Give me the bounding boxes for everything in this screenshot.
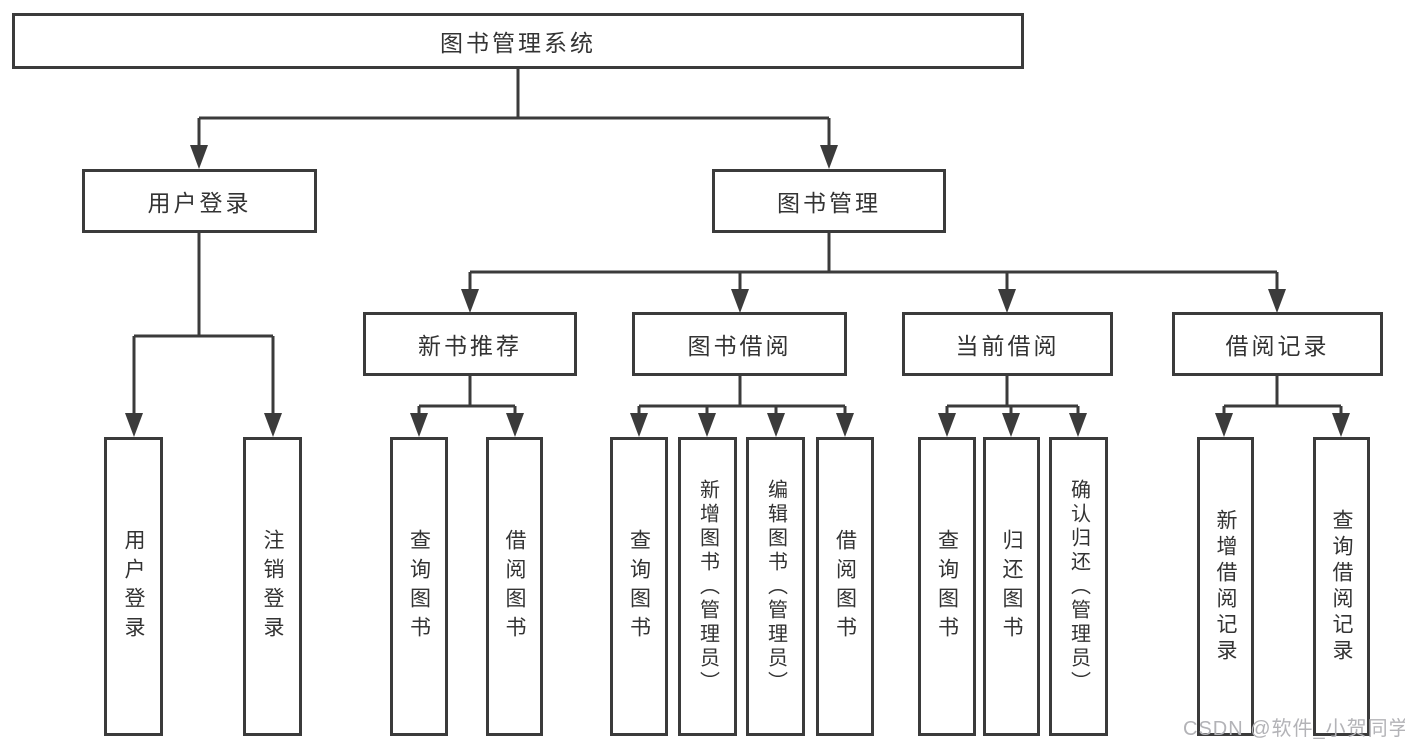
node-leaf-user-login: 用户登录: [104, 437, 163, 736]
node-leaf-return-books-label: 归还图书: [1000, 528, 1023, 645]
node-book-management: 图书管理: [712, 169, 946, 233]
node-book-borrow: 图书借阅: [632, 312, 847, 376]
node-leaf-borrow-books-borrow: 借阅图书: [816, 437, 874, 736]
node-leaf-query-books-recommend: 查询图书: [390, 437, 448, 736]
node-leaf-add-books-admin: 新增图书（管理员）: [678, 437, 737, 736]
node-leaf-add-books-admin-label: 新增图书（管理员）: [696, 478, 719, 695]
node-leaf-confirm-return-admin: 确认归还（管理员）: [1049, 437, 1108, 736]
csdn-watermark: CSDN @软件_小贺同学: [1183, 718, 1405, 740]
connector-login-to-leaves: [125, 233, 282, 437]
node-leaf-add-borrow-record-label: 新增借阅记录: [1214, 508, 1237, 665]
node-root: 图书管理系统: [12, 13, 1024, 69]
node-root-label: 图书管理系统: [440, 30, 596, 56]
node-leaf-borrow-books-borrow-label: 借阅图书: [833, 528, 857, 645]
node-leaf-query-books-current-label: 查询图书: [935, 528, 959, 645]
node-current-borrow-label: 当前借阅: [955, 333, 1060, 359]
node-leaf-query-borrow-record-label: 查询借阅记录: [1330, 508, 1353, 665]
node-leaf-query-books-recommend-label: 查询图书: [407, 528, 431, 645]
node-leaf-confirm-return-admin-label: 确认归还（管理员）: [1067, 478, 1090, 695]
node-leaf-query-books-current: 查询图书: [918, 437, 976, 736]
node-leaf-edit-books-admin-label: 编辑图书（管理员）: [764, 478, 787, 695]
node-borrow-records: 借阅记录: [1172, 312, 1383, 376]
node-leaf-borrow-books-recommend: 借阅图书: [486, 437, 543, 736]
node-leaf-query-books-borrow: 查询图书: [610, 437, 668, 736]
node-leaf-logout: 注销登录: [243, 437, 302, 736]
connector-recommend-to-leaves: [410, 376, 524, 437]
node-leaf-borrow-books-recommend-label: 借阅图书: [503, 528, 526, 645]
connector-records-to-leaves: [1215, 376, 1350, 437]
node-borrow-records-label: 借阅记录: [1225, 333, 1330, 359]
node-new-book-recommend-label: 新书推荐: [418, 333, 522, 359]
node-leaf-logout-label: 注销登录: [261, 528, 284, 645]
connector-root-to-level2: [190, 69, 838, 169]
node-current-borrow: 当前借阅: [902, 312, 1113, 376]
connector-borrow-to-leaves: [630, 376, 854, 437]
connector-management-to-level3: [461, 233, 1286, 313]
node-leaf-return-books: 归还图书: [983, 437, 1040, 736]
node-user-login: 用户登录: [82, 169, 317, 233]
node-leaf-edit-books-admin: 编辑图书（管理员）: [746, 437, 805, 736]
connector-current-to-leaves: [938, 376, 1087, 437]
node-leaf-query-borrow-record: 查询借阅记录: [1313, 437, 1370, 736]
node-leaf-user-login-label: 用户登录: [122, 528, 145, 645]
node-new-book-recommend: 新书推荐: [363, 312, 577, 376]
node-book-management-label: 图书管理: [777, 190, 881, 216]
node-user-login-label: 用户登录: [147, 190, 252, 216]
node-leaf-add-borrow-record: 新增借阅记录: [1197, 437, 1254, 736]
node-book-borrow-label: 图书借阅: [687, 333, 792, 359]
node-leaf-query-books-borrow-label: 查询图书: [627, 528, 651, 645]
